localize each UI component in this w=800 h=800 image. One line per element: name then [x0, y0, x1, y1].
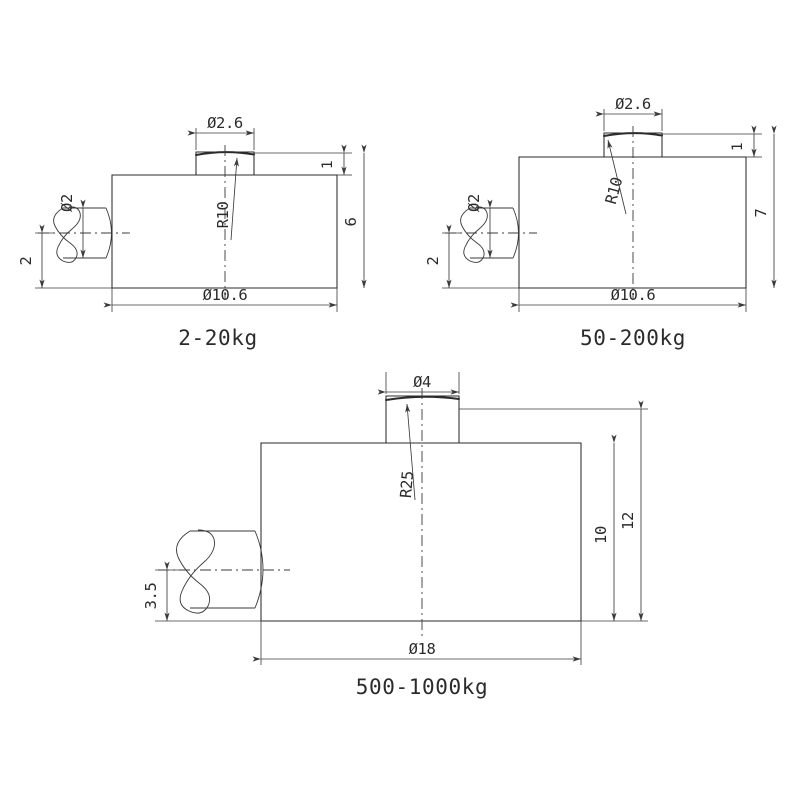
dim-label-dome-height: 1 — [730, 143, 746, 151]
view-50-200kg: Ø2.6 R10 1 7 Ø2 2 — [424, 95, 777, 350]
view-2-20kg: Ø2.6 R10 1 6 Ø2 2 — [17, 114, 367, 350]
view-caption-50-200kg: 50-200kg — [580, 326, 686, 350]
dim-cable-diameter: Ø2 — [465, 194, 493, 258]
dim-body-diameter: Ø10.6 — [510, 286, 747, 312]
view-500-1000kg: Ø4 R25 10 12 3.5 — [142, 372, 648, 699]
dim-cable-offset: 2 — [424, 224, 519, 289]
boss-outline — [385, 395, 460, 444]
dim-label-body-diameter: Ø10.6 — [203, 286, 248, 304]
dim-dome-radius: R25 — [397, 403, 417, 501]
dim-body-height: 7 — [752, 125, 777, 288]
body-outline — [260, 442, 582, 622]
dim-dome-height: 1 — [662, 125, 762, 158]
dim-body-height: 6 — [342, 144, 367, 288]
dim-label-boss-diameter: Ø2.6 — [207, 114, 243, 132]
body-outline — [111, 174, 338, 289]
dim-label-dome-radius: R25 — [397, 470, 417, 498]
dim-label-total-height: 12 — [619, 512, 637, 530]
dim-cable-offset: 2 — [17, 224, 112, 289]
dim-label-cable-diameter: Ø2 — [465, 194, 483, 212]
dim-label-cable-offset: 2 — [17, 256, 35, 265]
view-caption-500-1000kg: 500-1000kg — [356, 675, 488, 699]
dim-label-cable-diameter: Ø2 — [58, 194, 76, 212]
dim-label-cable-offset: 3.5 — [142, 583, 160, 610]
dim-label-body-diameter: Ø18 — [409, 640, 436, 658]
dim-label-body-height: 6 — [342, 217, 360, 226]
dim-dome-radius: R10 — [602, 139, 627, 215]
dim-body-height: 10 — [592, 434, 617, 621]
dim-dome-height: 1 — [254, 144, 352, 176]
cable-stub — [445, 206, 537, 263]
dim-total-height: 12 — [459, 400, 648, 622]
dim-cable-offset: 3.5 — [142, 561, 261, 622]
cable-stub — [38, 206, 130, 263]
view-caption-2-20kg: 2-20kg — [178, 326, 257, 350]
dim-label-body-diameter: Ø10.6 — [611, 286, 656, 304]
dim-body-diameter: Ø18 — [252, 621, 582, 665]
dim-body-diameter: Ø10.6 — [103, 286, 338, 312]
dim-boss-diameter: Ø2.6 — [595, 95, 663, 131]
body-outline — [518, 156, 747, 289]
dim-dome-radius: R10 — [214, 157, 239, 241]
dim-label-body-height: 10 — [592, 526, 610, 544]
dim-label-body-height: 7 — [752, 208, 770, 217]
dim-label-dome-radius: R10 — [214, 202, 232, 229]
dim-label-dome-height: 1 — [320, 161, 336, 169]
dim-label-boss-diameter: Ø2.6 — [615, 95, 651, 113]
dim-boss-diameter: Ø4 — [377, 372, 460, 395]
dim-label-cable-offset: 2 — [424, 256, 442, 265]
dim-boss-diameter: Ø2.6 — [187, 114, 255, 150]
dim-cable-diameter: Ø2 — [58, 194, 86, 258]
dim-label-boss-diameter: Ø4 — [413, 373, 431, 391]
cable-stub — [158, 529, 290, 614]
